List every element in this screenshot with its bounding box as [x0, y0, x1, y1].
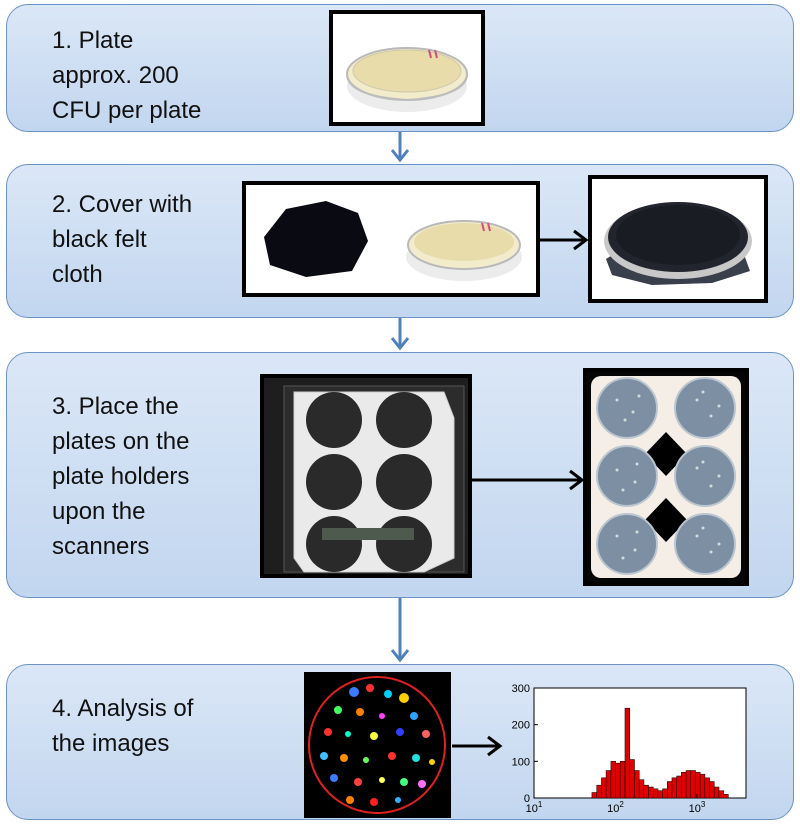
histogram-bar: [601, 777, 607, 799]
histogram-bar: [690, 770, 696, 799]
step-4-arrow: [452, 735, 503, 757]
histogram-bar: [704, 777, 710, 799]
y-tick-label: 300: [512, 683, 530, 695]
flow-arrow-2: [390, 318, 410, 351]
histogram-bar: [699, 773, 706, 799]
histogram-bar: [615, 762, 621, 799]
histogram-bar: [718, 790, 724, 799]
histogram-bar: [671, 777, 678, 799]
felt-and-plate-photo: [242, 181, 540, 297]
scanned-plates-photo: [583, 368, 749, 586]
histogram-chart: 0 100 200 300 101 102 103: [500, 676, 760, 822]
histogram-bar: [695, 772, 701, 799]
x-tick-label: 103: [689, 800, 706, 815]
covered-plate-photo: [588, 175, 768, 303]
histogram-bar: [638, 779, 645, 799]
histogram-bar: [652, 788, 659, 799]
x-tick-label: 102: [607, 800, 624, 815]
histogram-bar: [634, 770, 640, 799]
histogram-bar: [676, 775, 682, 799]
petri-dish-photo: [329, 10, 485, 126]
histogram-bar: [591, 792, 597, 799]
histogram-bar: [657, 790, 663, 799]
histogram-bar: [619, 761, 626, 799]
histogram-bar: [709, 781, 715, 799]
histogram-bar: [624, 707, 631, 799]
histogram-bar: [713, 786, 720, 799]
histogram-bar: [610, 761, 616, 799]
flow-arrow-1: [390, 132, 410, 163]
step-3-arrow: [472, 469, 585, 491]
step-2-arrow: [540, 229, 589, 251]
histogram-bar: [643, 784, 649, 799]
histogram-bar: [605, 770, 612, 799]
histogram-bar: [685, 770, 692, 799]
histogram-bar: [723, 794, 729, 799]
step-2-label: 2. Cover with black felt cloth: [52, 191, 193, 288]
step-3-label: 3. Place the plates on the plate holders…: [52, 393, 190, 560]
flow-arrow-3: [390, 598, 410, 663]
y-tick-label: 100: [512, 756, 530, 768]
histogram-bar: [648, 786, 654, 799]
histogram-svg: 0 100 200 300 101 102 103: [512, 683, 747, 815]
y-tick-label: 0: [524, 793, 530, 805]
histogram-bar: [662, 788, 668, 799]
histogram-bar: [596, 784, 602, 799]
histogram-bar: [629, 759, 635, 799]
step-4-label: 4. Analysis of the images: [52, 695, 194, 757]
x-tick-label: 101: [526, 800, 543, 815]
histogram-bar: [681, 772, 687, 799]
colony-analysis-image: [304, 672, 451, 818]
step-1-label: 1. Plate approx. 200 CFU per plate: [52, 27, 202, 124]
y-tick-label: 200: [512, 720, 530, 732]
scanner-holder-photo: [260, 374, 472, 578]
histogram-bar: [667, 781, 673, 799]
